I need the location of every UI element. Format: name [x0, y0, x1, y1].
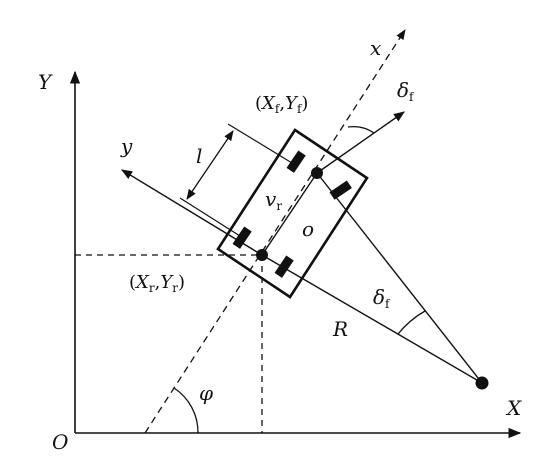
- front-left-wheel: [286, 150, 306, 173]
- velocity-label: vr: [265, 187, 283, 213]
- origin-label: O: [52, 430, 69, 454]
- x-axis-label: X: [507, 396, 522, 420]
- rear-right-wheel: [274, 255, 294, 278]
- icr-steer-angle-label: δf: [373, 285, 390, 311]
- rear-axle-coords-label: (Xr,Yr): [129, 272, 186, 295]
- radius-label: R: [333, 317, 349, 341]
- front-steer-arc: [347, 125, 375, 134]
- wheelbase-dimension-arrow: [186, 130, 234, 200]
- y-axis-label: Y: [38, 70, 52, 94]
- body-x-axis-label: x: [370, 36, 382, 60]
- front-axle-coords-label: (Xf,Yf): [255, 93, 309, 116]
- icr-steer-arc: [397, 310, 426, 335]
- rear-axle-point: [256, 249, 268, 261]
- wheelbase-ext-rear: [179, 197, 241, 237]
- center-label: o: [302, 217, 315, 241]
- heading-angle-arc: [173, 387, 199, 434]
- heading-angle-label: φ: [199, 381, 214, 405]
- wheelbase-label: l: [196, 144, 203, 168]
- icr-point: [475, 376, 489, 390]
- front-axle-point: [311, 167, 323, 179]
- rear-left-wheel: [232, 226, 252, 249]
- radius-line: [261, 254, 483, 384]
- front-steer-angle-label: δf: [397, 78, 414, 104]
- wheelbase-inner-line: [261, 172, 318, 256]
- front-to-icr-line: [316, 172, 483, 384]
- body-x-axis: [144, 29, 406, 434]
- front-right-wheel: [329, 180, 352, 200]
- body-y-axis-label: y: [121, 134, 133, 158]
- vehicle-body: [216, 128, 369, 299]
- front-velocity-arrow: [316, 111, 405, 174]
- wheelbase-ext-front: [227, 123, 293, 164]
